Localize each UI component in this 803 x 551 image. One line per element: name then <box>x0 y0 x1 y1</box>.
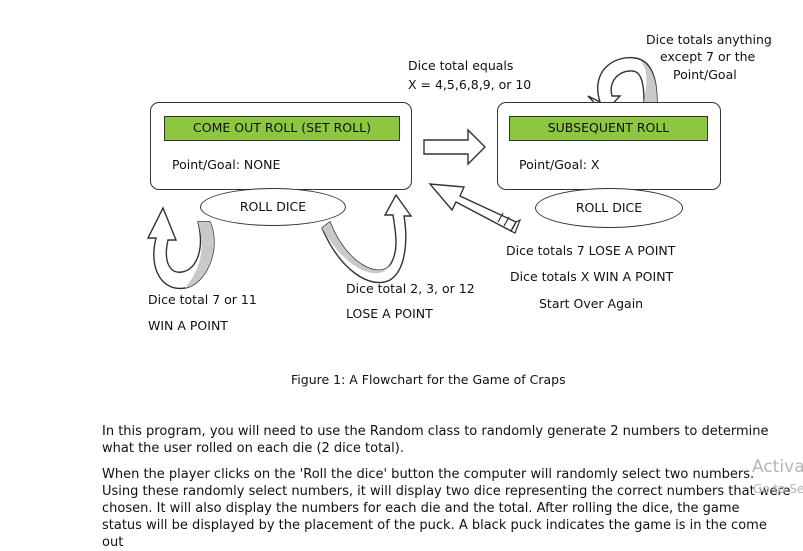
body-paragraph-1: In this program, you will need to use th… <box>102 423 792 457</box>
lose-loop-label-1: Dice total 2, 3, or 12 <box>346 281 475 296</box>
loop-right-label-2: except 7 or the <box>660 49 756 64</box>
body-p1-line2: what the user rolled on each die (2 dice… <box>102 441 404 456</box>
lose-loop-label-2: LOSE A POINT <box>346 306 433 321</box>
come-out-point-label: Point/Goal: NONE <box>172 157 281 172</box>
body-p2-line4: status will be displayed by the placemen… <box>102 518 767 550</box>
subsequent-roll-title: SUBSEQUENT ROLL <box>509 116 708 141</box>
loop-right-label-3: Point/Goal <box>673 67 737 82</box>
body-paragraph-2: When the player clicks on the 'Roll the … <box>102 466 792 551</box>
return-label-1: Dice totals 7 LOSE A POINT <box>506 243 676 258</box>
body-p2-line3: chosen. It will also display the numbers… <box>102 501 740 516</box>
flowchart-arrows <box>146 56 658 290</box>
document-page: COME OUT ROLL (SET ROLL) Point/Goal: NON… <box>102 32 803 550</box>
transition-label-1: Dice total equals <box>408 58 514 73</box>
loop-right-label-1: Dice totals anything <box>646 32 772 47</box>
return-arrow <box>428 183 517 232</box>
come-out-roll-title: COME OUT ROLL (SET ROLL) <box>164 116 400 141</box>
right-roll-dice: ROLL DICE <box>535 188 683 228</box>
body-p2-line2: Using these randomly select numbers, it … <box>102 484 791 499</box>
body-p2-line1: When the player clicks on the 'Roll the … <box>102 467 755 482</box>
transition-arrow <box>423 128 486 166</box>
left-roll-dice: ROLL DICE <box>200 188 346 226</box>
loop-right-arrow <box>587 56 658 115</box>
win-loop-label-2: WIN A POINT <box>148 318 228 333</box>
lose-loop-arrow <box>321 193 413 284</box>
figure-caption: Figure 1: A Flowchart for the Game of Cr… <box>291 372 566 387</box>
subsequent-point-label: Point/Goal: X <box>519 157 600 172</box>
activation-watermark-title: Activat <box>752 457 803 477</box>
win-loop-label-1: Dice total 7 or 11 <box>148 292 257 307</box>
activation-watermark-sub: Go to Se <box>753 482 803 496</box>
transition-label-2: X = 4,5,6,8,9, or 10 <box>408 77 532 92</box>
return-label-2: Dice totals X WIN A POINT <box>510 269 674 284</box>
return-label-3: Start Over Again <box>539 296 644 311</box>
body-p1-line1: In this program, you will need to use th… <box>102 424 769 439</box>
